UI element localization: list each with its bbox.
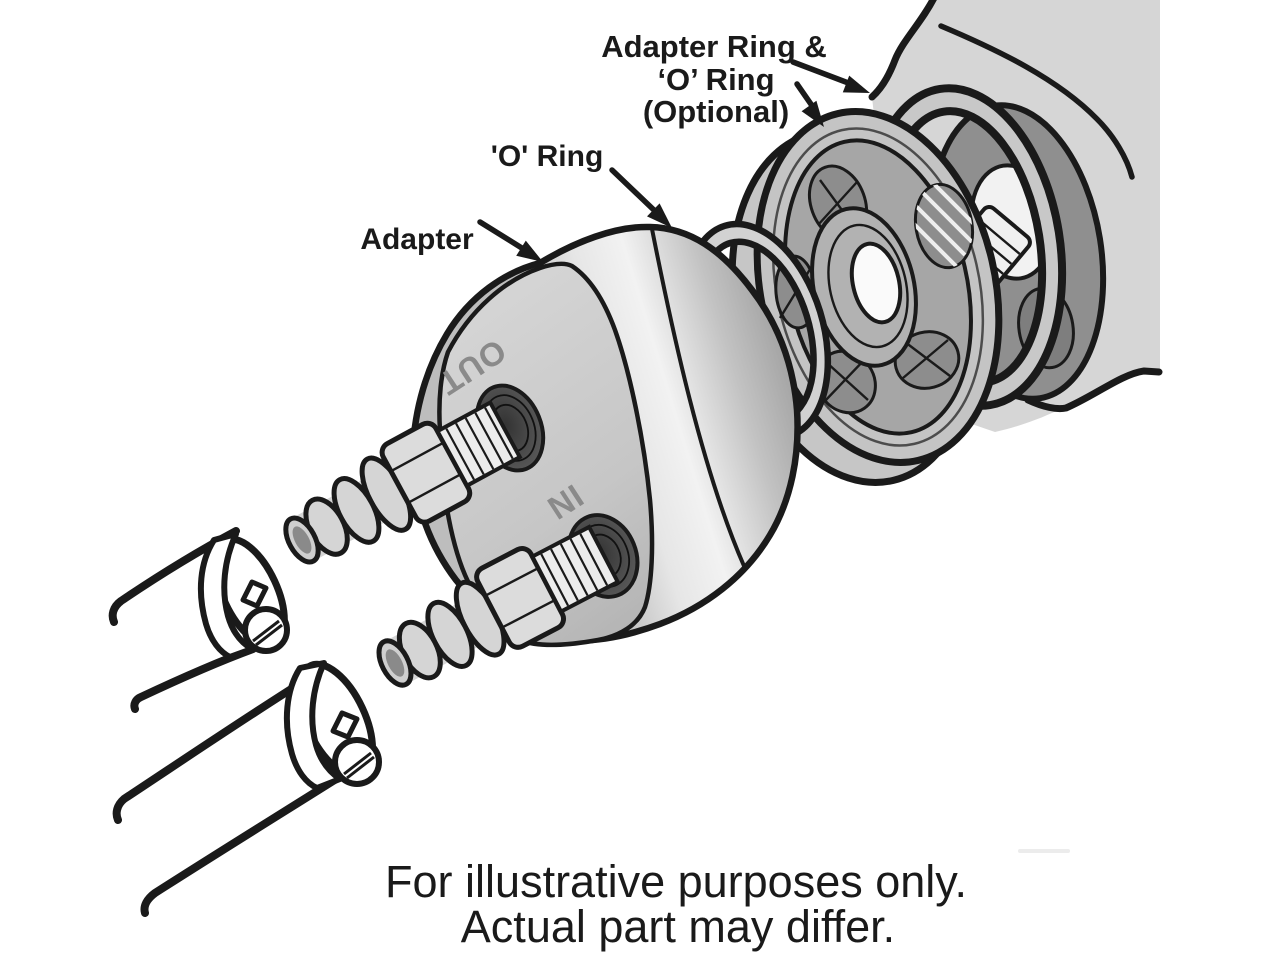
label-o-ring: 'O' Ring [491, 140, 604, 173]
clamp-tab [240, 579, 269, 609]
hose-clamp [283, 660, 382, 791]
hose-clamp [197, 531, 290, 660]
caption-line2: Actual part may differ. [461, 901, 895, 952]
label-adapter: Adapter [360, 223, 474, 256]
label-adapter-ring-line3: (Optional) [643, 94, 789, 129]
label-adapter-ring-line1: Adapter Ring & [601, 29, 827, 64]
adapter-ring-hub-inset [827, 223, 909, 349]
engine-outline-left [868, 0, 937, 101]
engine-shadow-artifact [1018, 849, 1070, 853]
label-adapter-ring-line2: ‘O’ Ring [657, 62, 774, 97]
hose-top-edge [108, 527, 240, 626]
adapter-chamfer-line [650, 227, 746, 568]
arrowhead [647, 203, 672, 228]
adapter-ring-thread-glimpse [910, 179, 979, 270]
engine-boss-ridge [938, 23, 1135, 180]
clamp-tab [330, 710, 360, 740]
thread-section [434, 399, 523, 489]
callout-labels: Adapter Ring & ‘O’ Ring (Optional) 'O' R… [360, 29, 826, 256]
hose-top-edge [112, 675, 311, 824]
arrowhead [801, 100, 824, 127]
engine-outline-bottom [1024, 367, 1163, 413]
adapter-body: OUT IN [409, 223, 801, 648]
arrowhead [842, 75, 870, 93]
barb-fitting-out [283, 399, 523, 565]
hose-bottom-edge [130, 645, 257, 713]
callout-arrows [477, 59, 870, 262]
hose-upper [108, 527, 290, 713]
caption-line1: For illustrative purposes only. [385, 856, 967, 907]
arrowhead [516, 240, 543, 262]
adapter-ring-center-hole [849, 241, 903, 325]
disclaimer-caption: For illustrative purposes only. Actual p… [385, 856, 967, 952]
thread-section [529, 524, 621, 615]
barb-fitting-in [376, 524, 621, 688]
hose-lower [112, 660, 382, 917]
